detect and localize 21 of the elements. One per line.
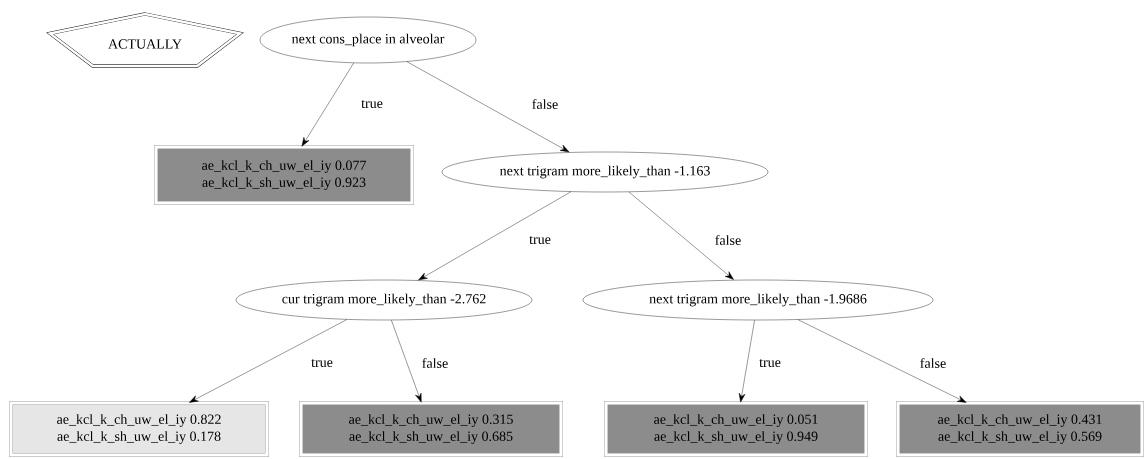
arrow <box>738 320 755 403</box>
edge-label: true <box>360 99 384 109</box>
arrow <box>189 319 348 403</box>
leaf-box: ae_kcl_k_ch_uw_el_iy 0.315 ae_kcl_k_sh_uw_el_iy 0.685 <box>299 401 563 457</box>
arrow <box>628 191 734 280</box>
arrow <box>391 320 422 403</box>
edge-label: false <box>713 234 743 246</box>
edge-label: true <box>528 235 552 245</box>
edge-label: false <box>420 357 450 369</box>
leaf-box: ae_kcl_k_ch_uw_el_iy 0.077 ae_kcl_k_sh_uw_el_iy 0.923 <box>154 145 414 205</box>
leaf-box: ae_kcl_k_ch_uw_el_iy 0.822 ae_kcl_k_sh_uw_el_iy 0.178 <box>9 401 269 457</box>
edge-label: true <box>758 358 782 368</box>
edge-label: false <box>918 357 948 369</box>
arrow <box>797 319 967 403</box>
arrow <box>301 62 354 147</box>
leaf-box: ae_kcl_k_ch_uw_el_iy 0.431 ae_kcl_k_sh_uw_el_iy 0.569 <box>896 401 1144 457</box>
leaf-box: ae_kcl_k_ch_uw_el_iy 0.051 ae_kcl_k_sh_uw_el_iy 0.949 <box>604 401 868 457</box>
edge-label: true <box>310 358 334 368</box>
arrow <box>418 191 572 281</box>
arrow <box>406 61 570 153</box>
edge-label: false <box>530 98 560 110</box>
